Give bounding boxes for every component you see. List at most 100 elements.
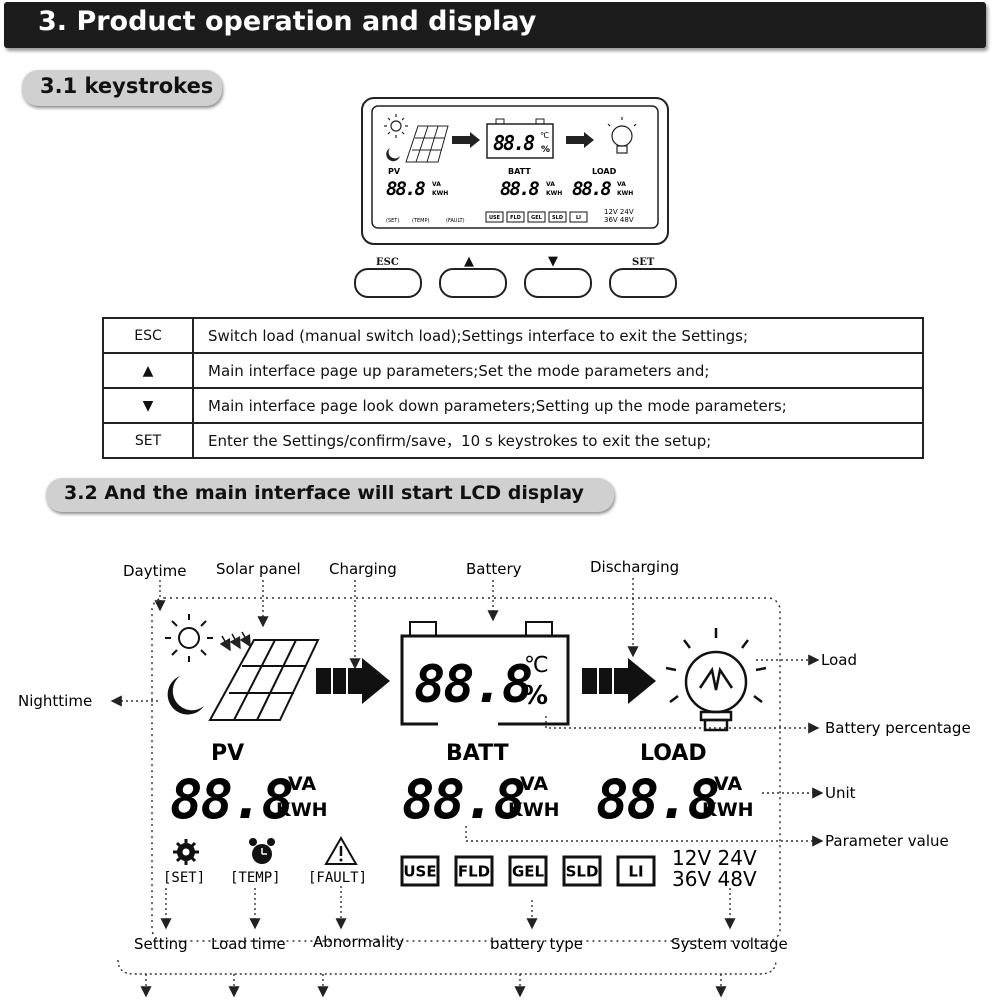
volts-row1: 12V 24V <box>672 846 757 870</box>
discharging-arrow-icon <box>582 658 656 704</box>
pv-va: VA <box>288 773 316 795</box>
table-row: ▼Main interface page look down parameter… <box>102 387 924 424</box>
daytime-sun-icon <box>165 614 213 662</box>
label-parameter-value: Parameter value <box>825 832 949 850</box>
pv-label: PV <box>211 741 244 766</box>
small-percent: % <box>541 145 550 155</box>
key-cell: ▼ <box>102 387 194 424</box>
small-battery-digits: 88.8 <box>493 131 535 155</box>
load-label: LOAD <box>640 741 707 766</box>
label-daytime: Daytime <box>123 562 187 580</box>
small-pv-digits: 88.8 <box>386 178 425 200</box>
label-load-time: Load time <box>211 935 286 953</box>
label-battery-percentage: Battery percentage <box>825 719 971 737</box>
esc-button[interactable] <box>354 268 422 298</box>
small-battery-type-label-4: LI <box>576 215 581 221</box>
down-button[interactable] <box>524 268 592 298</box>
small-battery-type-box-4 <box>569 211 588 223</box>
moon-icon <box>386 148 400 162</box>
battery-celsius: ℃ <box>524 653 549 678</box>
solar-panel-icon <box>405 125 449 163</box>
battery-type-label-4: LI <box>628 862 643 880</box>
lcd-diagram: Daytime Solar panel Charging Battery Dis… <box>18 558 971 998</box>
battery-type-box-0 <box>400 855 440 887</box>
esc-key-label: ESC <box>376 257 399 268</box>
key-cell: ESC <box>102 317 194 354</box>
small-battery-type-box-0 <box>485 211 504 223</box>
battery-percent: % <box>522 681 548 711</box>
small-battery-type-label-0: USE <box>489 215 501 221</box>
charging-arrow-icon <box>452 132 480 148</box>
batt-va: VA <box>520 773 548 795</box>
desc-cell: Main interface page up parameters;Set th… <box>192 352 924 389</box>
small-lcd-panel: 88.8 ℃ % PV BATT LOAD 88.8 VA KWH 88.8 V… <box>361 97 669 245</box>
small-load-label: LOAD <box>592 167 617 176</box>
table-row: ▲Main interface page up parameters;Set t… <box>102 352 924 389</box>
lcd-outline <box>151 597 781 942</box>
battery-icon <box>486 118 554 159</box>
label-load: Load <box>821 651 857 669</box>
battery-type-label-3: SLD <box>566 862 599 880</box>
charging-arrow-icon <box>316 658 390 704</box>
warning-icon <box>324 835 358 865</box>
section-3-1-heading: 3.1 keystrokes <box>22 70 222 106</box>
nighttime-moon-icon <box>167 676 204 715</box>
pv-digits: 88.8 <box>170 768 292 831</box>
discharging-arrow-icon <box>566 132 594 148</box>
small-batt-kwh: KWH <box>546 190 562 197</box>
small-pv-kwh: KWH <box>432 190 448 197</box>
section-header-bar <box>4 2 986 48</box>
section-3-1-title: 3.1 keystrokes <box>40 74 214 98</box>
small-battery-type-box-3 <box>548 211 567 223</box>
small-set-label: (SET) <box>386 218 399 224</box>
small-pv-label: PV <box>388 167 401 176</box>
up-button[interactable] <box>439 268 507 298</box>
down-key-label: ▼ <box>548 254 558 269</box>
pv-kwh: KWH <box>276 799 328 821</box>
small-battery-type-box-2 <box>527 211 546 223</box>
small-load-kwh: KWH <box>617 190 633 197</box>
fault-bracket-label: [FAULT] <box>308 870 367 886</box>
label-setting: Setting <box>134 935 188 953</box>
small-battery-type-label-3: SLD <box>552 215 563 221</box>
label-unit: Unit <box>825 784 856 802</box>
desc-cell: Enter the Settings/confirm/save，10 s key… <box>192 422 924 459</box>
key-cell: ▲ <box>102 352 194 389</box>
desc-cell: Switch load (manual switch load);Setting… <box>192 317 924 354</box>
small-batt-va: VA <box>546 181 555 188</box>
set-bracket-label: [SET] <box>163 870 205 886</box>
key-cell: SET <box>102 422 194 459</box>
small-batt-digits: 88.8 <box>500 178 539 200</box>
batt-kwh: KWH <box>508 799 560 821</box>
small-volts-row1: 12V 24V <box>604 208 634 216</box>
small-battery-type-label-1: FLD <box>510 215 521 221</box>
section-3-2-title: 3.2 And the main interface will start LC… <box>64 482 584 504</box>
small-fault-label: (FAULT) <box>446 218 465 224</box>
section-3-2-heading: 3.2 And the main interface will start LC… <box>46 478 614 512</box>
label-battery-type: battery type <box>490 935 583 953</box>
battery-type-label-1: FLD <box>458 862 490 880</box>
battery-type-label-2: GEL <box>512 862 545 880</box>
load-digits: 88.8 <box>596 768 718 831</box>
battery-type-label-0: USE <box>403 862 436 880</box>
label-solar-panel: Solar panel <box>216 560 301 578</box>
label-charging: Charging <box>329 560 397 578</box>
small-volts-row2: 36V 48V <box>604 216 634 224</box>
small-load-digits: 88.8 <box>572 178 611 200</box>
label-battery: Battery <box>466 560 522 578</box>
load-va: VA <box>714 773 742 795</box>
small-load-va: VA <box>617 181 626 188</box>
label-discharging: Discharging <box>590 558 679 576</box>
small-battery-type-box-1 <box>506 211 525 223</box>
label-abnormality: Abnormality <box>313 933 404 951</box>
set-button[interactable] <box>609 268 677 298</box>
small-battery-type-label-2: GEL <box>531 215 543 221</box>
battery-digits: 88.8 <box>414 655 531 715</box>
solar-panel-icon <box>208 639 320 721</box>
load-bulb-icon <box>665 628 767 732</box>
desc-cell: Main interface page look down parameters… <box>192 387 924 424</box>
small-celsius: ℃ <box>540 131 549 140</box>
battery-type-box-4 <box>616 855 656 887</box>
